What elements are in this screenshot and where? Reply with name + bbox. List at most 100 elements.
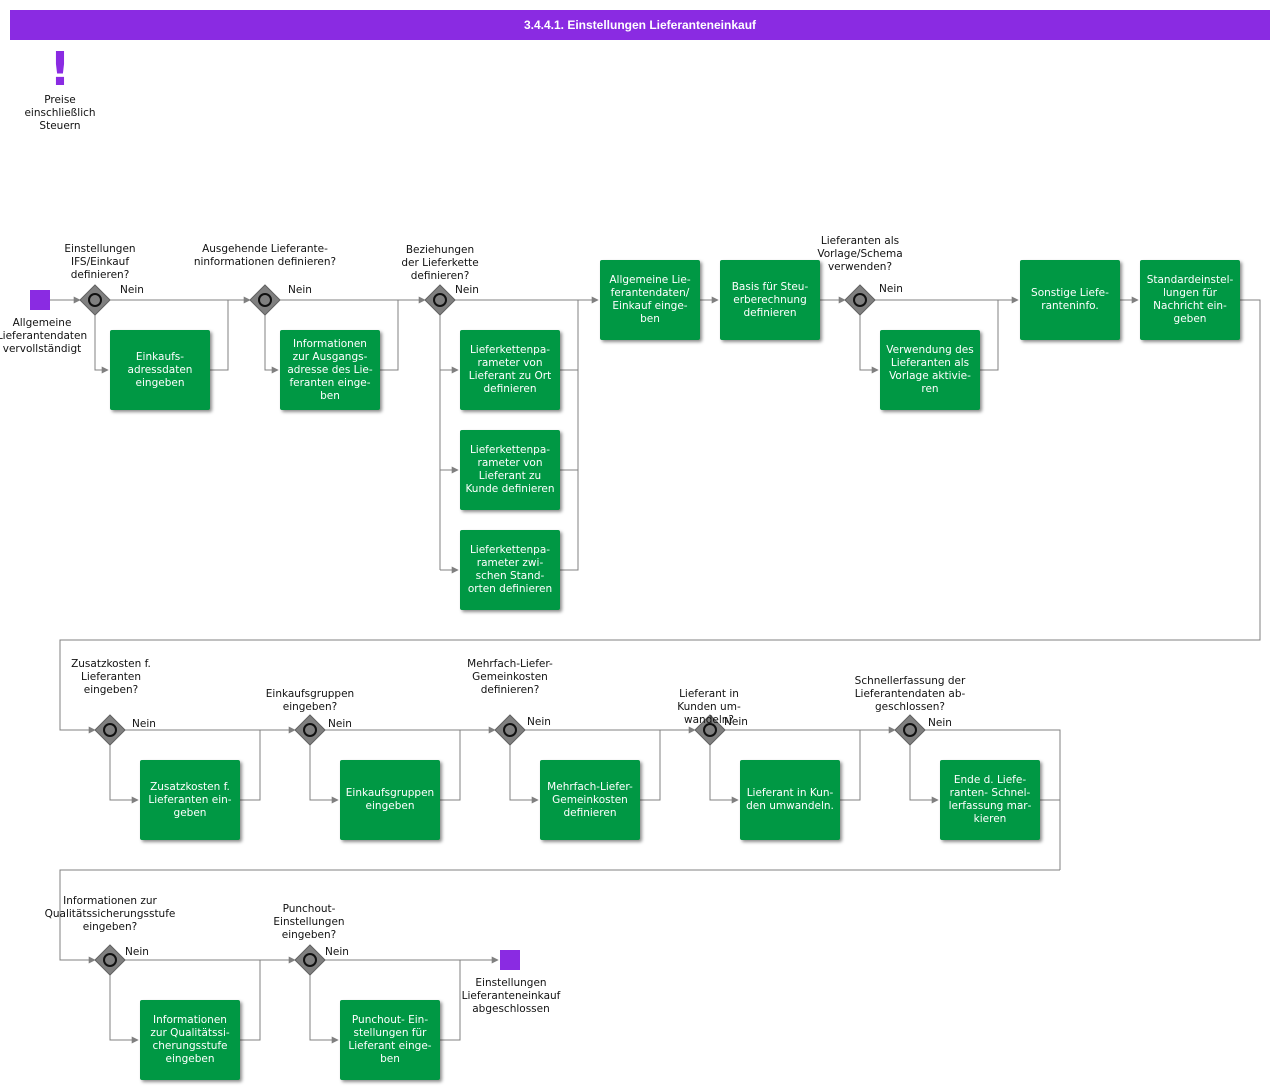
task-steuerberechnung[interactable]: Basis für Steu­erberechnung definieren xyxy=(720,260,820,340)
task-lieferkette-ort[interactable]: Lieferkettenpa­rameter von Lieferant zu … xyxy=(460,330,560,410)
flow-connector xyxy=(980,300,999,371)
nein-label: Nein xyxy=(288,284,312,296)
gateway-diamond xyxy=(844,284,876,316)
nein-label: Nein xyxy=(120,284,144,296)
note-text: Preise einschließlich Steuern xyxy=(24,94,96,132)
task-ausgangsadresse[interactable]: Informationen zur Ausgangs­adresse des L… xyxy=(280,330,380,410)
task-vorlage-aktivieren[interactable]: Verwendung des Lieferanten als Vorlage a… xyxy=(880,330,980,410)
gateway-label-punchout: Punchout-Einstellungen eingeben? xyxy=(273,903,345,941)
flow-connector xyxy=(925,729,1061,870)
flow-connector xyxy=(240,960,261,1041)
flow-connector xyxy=(859,315,879,374)
flow-connector xyxy=(840,730,861,801)
gateway-circle xyxy=(88,293,102,307)
task-qualitaetssicherung[interactable]: Informationen zur Qualitätssi­cherungsst… xyxy=(140,1000,240,1080)
gateway-diamond xyxy=(894,714,926,746)
nein-label: Nein xyxy=(928,717,952,729)
nein-label: Nein xyxy=(132,718,156,730)
flow-connector xyxy=(109,975,139,1044)
gateway-diamond xyxy=(94,944,126,976)
nein-label: Nein xyxy=(325,946,349,958)
flow-connector xyxy=(240,730,261,801)
flow-connector xyxy=(380,300,399,371)
flow-connector xyxy=(509,745,539,804)
exclamation-icon: ! xyxy=(49,42,71,96)
nein-label: Nein xyxy=(527,716,551,728)
task-punchout[interactable]: Punchout- Ein­stellungen für Lieferant e… xyxy=(340,1000,440,1080)
nein-label: Nein xyxy=(328,718,352,730)
gateway-label-kunden-umwandeln: Lieferant in Kunden um­wandeln? xyxy=(677,688,741,726)
task-zusatzkosten[interactable]: Zusatzkosten f. Lieferanten ein­geben xyxy=(140,760,240,840)
gateway-diamond xyxy=(294,944,326,976)
gateway-circle xyxy=(303,953,317,967)
flow-connector xyxy=(309,745,339,804)
flow-connector xyxy=(210,300,229,371)
flow-connector xyxy=(59,869,1060,964)
flow-connector xyxy=(909,745,939,804)
diagram-title: 3.4.4.1. Einstellungen Lieferanteneinkau… xyxy=(10,10,1270,40)
start-event-label: Allgemeine Lieferantendaten vervollständ… xyxy=(0,317,88,355)
task-kunden-umwandeln[interactable]: Lieferant in Kun­den umwandeln. xyxy=(740,760,840,840)
gateway-label-lieferkette: Beziehungen der Lieferket­te definieren? xyxy=(401,244,479,282)
end-event-label: Einstellungen Lieferanteneinkauf abgesch… xyxy=(461,977,561,1015)
gateway-g9[interactable] xyxy=(894,714,926,746)
gateway-circle xyxy=(103,723,117,737)
task-schnellerfassung-ende[interactable]: Ende d. Liefe­ranten- Schnel­lerfassung … xyxy=(940,760,1040,840)
end-event xyxy=(500,950,520,970)
gateway-label-qualitaet: Informationen zur Qualitätssicherungsstu… xyxy=(44,895,176,933)
gateway-diamond xyxy=(294,714,326,746)
gateway-circle xyxy=(503,723,517,737)
gateway-g10[interactable] xyxy=(94,944,126,976)
gateway-circle xyxy=(433,293,447,307)
task-standardeinstellungen-nachricht[interactable]: Standardeinstel­lungen für Nachricht ein… xyxy=(1140,260,1240,340)
task-einkaufsadressdaten[interactable]: Einkaufs­adressdaten eingeben xyxy=(110,330,210,410)
gateway-circle xyxy=(703,723,717,737)
task-mehrfach-gemeinkosten[interactable]: Mehrfach-Liefer-Gemeinkosten definieren xyxy=(540,760,640,840)
gateway-diamond xyxy=(494,714,526,746)
gateway-g11[interactable] xyxy=(294,944,326,976)
flow-connector xyxy=(640,730,661,801)
flow-connector xyxy=(440,960,461,1041)
gateway-diamond xyxy=(694,714,726,746)
gateway-label-einkaufsgruppen: Einkaufsgruppen eingeben? xyxy=(265,688,355,713)
nein-label: Nein xyxy=(455,284,479,296)
gateway-circle xyxy=(303,723,317,737)
gateway-label-zusatzkosten: Zusatzkosten f. Lieferan­ten einge­ben? xyxy=(71,658,151,696)
gateway-circle xyxy=(103,953,117,967)
gateway-diamond xyxy=(424,284,456,316)
gateway-g7[interactable] xyxy=(494,714,526,746)
nein-label: Nein xyxy=(125,946,149,958)
gateway-label-mehrfach: Mehrfach-Lie­fer- Gemein­kosten defi­nie… xyxy=(467,658,553,696)
flow-connector xyxy=(309,975,339,1044)
gateway-label-vorlage: Lieferanten als Vorlage/Schema verwenden… xyxy=(817,235,903,273)
flow-connector xyxy=(709,745,739,804)
nein-label: Nein xyxy=(724,716,748,728)
task-lieferkette-kunde[interactable]: Lieferkettenpa­rameter von Lieferant zu … xyxy=(460,430,560,510)
gateway-diamond xyxy=(94,714,126,746)
gateway-diamond xyxy=(79,284,111,316)
flow-connector xyxy=(59,299,1261,734)
task-sonstige-lieferanteninfo[interactable]: Sonstige Liefe­ranteninfo. xyxy=(1020,260,1120,340)
gateway-g3[interactable] xyxy=(424,284,456,316)
flow-connector xyxy=(109,745,139,804)
gateway-diamond xyxy=(249,284,281,316)
gateway-g5[interactable] xyxy=(94,714,126,746)
flow-connector xyxy=(560,300,579,571)
gateway-circle xyxy=(258,293,272,307)
gateway-g6[interactable] xyxy=(294,714,326,746)
gateway-g2[interactable] xyxy=(249,284,281,316)
nein-label: Nein xyxy=(879,283,903,295)
gateway-label-ausgehende-info: Ausgehende Lieferante­ninformationen def… xyxy=(193,243,337,268)
flow-connector xyxy=(94,315,109,374)
flow-connector xyxy=(440,730,461,801)
gateway-circle xyxy=(853,293,867,307)
task-lieferkette-standorte[interactable]: Lieferkettenpa­rameter zwi­schen Stand­o… xyxy=(460,530,560,610)
gateway-g1[interactable] xyxy=(79,284,111,316)
gateway-g8[interactable] xyxy=(694,714,726,746)
gateway-label-ifs-einkauf: Einstellungen IFS/Einkauf definieren? xyxy=(64,243,136,281)
task-allgemeine-lieferantendaten[interactable]: Allgemeine Lie­ferantendaten/ Einkauf ei… xyxy=(600,260,700,340)
task-einkaufsgruppen[interactable]: Einkaufsgruppen eingeben xyxy=(340,760,440,840)
flow-connector xyxy=(264,315,279,374)
gateway-label-schnellerfassung: Schnellerfassung der Lieferantendaten ab… xyxy=(854,675,966,713)
gateway-g4[interactable] xyxy=(844,284,876,316)
